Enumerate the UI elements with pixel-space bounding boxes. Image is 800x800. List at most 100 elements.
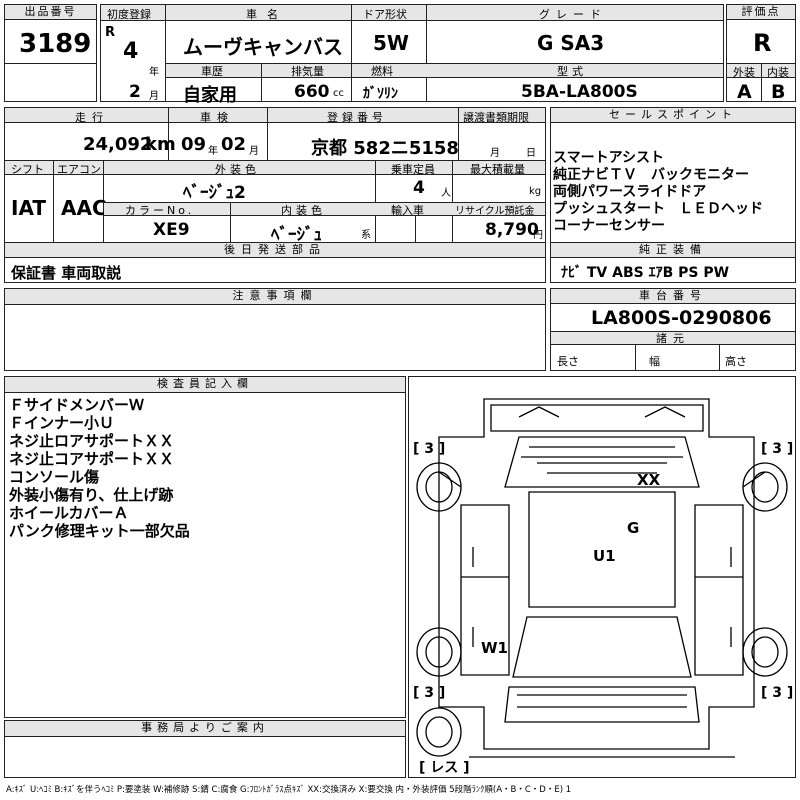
car-outline xyxy=(416,398,788,758)
door-type: 5W xyxy=(373,31,409,55)
sales-point-item: 両側パワースライドドア xyxy=(553,184,707,200)
sales-point-item: スマートアシスト xyxy=(553,150,665,166)
car-name: ムーヴキャンバス xyxy=(183,35,343,59)
sales-points-list: スマートアシスト純正ナビＴＶ バックモニター両側パワースライドドアプッシュスター… xyxy=(553,150,763,235)
registration-number: 京都 582ニ5158 xyxy=(311,138,459,159)
lot-number-box: 出品番号 3189 xyxy=(4,4,97,102)
inspection-month: 02 xyxy=(221,134,247,155)
height-label: 高さ xyxy=(725,355,747,368)
inspector-note-item: 外装小傷有り、仕上げ跡 xyxy=(9,486,174,504)
door-label: ドア形状 xyxy=(363,8,407,21)
sales-point-item: コーナーセンサー xyxy=(553,218,665,234)
chassis-number: LA800S-0290806 xyxy=(591,307,772,329)
displacement: 660 xyxy=(294,82,330,102)
int-color-label: 内装色 xyxy=(281,204,326,217)
interior-label: 内装 xyxy=(767,66,789,79)
yen-unit: 円 xyxy=(533,230,543,241)
notes-box: 注意事項欄 xyxy=(4,288,546,371)
vehicle-info-box: 初度登録 車名 ドア形状 グレード R 4 年 ムーヴキャンバス 5W G SA… xyxy=(100,4,724,106)
recycle-fee: 8,790 xyxy=(485,220,539,240)
spare-tire: [ レス ] xyxy=(419,760,470,776)
recycle-label: リサイクル預託金 xyxy=(455,206,535,217)
office-box: 事務局よりご案内 xyxy=(4,720,406,778)
mark-xx: XX xyxy=(637,471,661,489)
chassis-box: 車台番号 LA800S-0290806 諸元 長さ 幅 高さ xyxy=(550,288,796,371)
mark-u1: U1 xyxy=(593,547,616,565)
aircon: AAC xyxy=(61,196,107,220)
fuel-label: 燃料 xyxy=(371,65,393,78)
exterior-label: 外装 xyxy=(733,66,755,79)
inspector-note-item: ネジ止ロアサポートＸＸ xyxy=(9,432,175,450)
color-number: XE9 xyxy=(153,220,190,240)
transfer-month-unit: 月 xyxy=(490,148,500,159)
width-label: 幅 xyxy=(649,355,660,368)
era: R xyxy=(105,25,116,40)
kei-unit: 系 xyxy=(361,230,371,241)
mark-w1: W1 xyxy=(481,639,508,657)
inspector-note-item: コンソール傷 xyxy=(9,468,100,486)
km-unit: km xyxy=(145,134,176,155)
inspector-note-item: ネジ止コアサポートＸＸ xyxy=(9,450,175,468)
transfer-day-unit: 日 xyxy=(526,148,536,159)
inspection-year-unit: 年 xyxy=(208,146,218,157)
damage-diagram: [ 3 ] [ 3 ] [ 3 ] [ 3 ] [ レス ] XX G U1 W… xyxy=(408,376,796,778)
sales-point-item: プッシュスタート ＬＥＤヘッド xyxy=(553,201,763,217)
transfer-label: 譲渡書類期限 xyxy=(463,111,529,124)
length-label: 長さ xyxy=(557,355,579,368)
aircon-label: エアコン xyxy=(57,163,101,176)
shift: IAT xyxy=(11,196,47,220)
car-name-label: 車名 xyxy=(246,8,288,21)
score-label: 評価点 xyxy=(727,5,795,20)
capacity-label: 乗車定員 xyxy=(391,163,435,176)
load-label: 最大積載量 xyxy=(470,163,525,176)
later-parts: 保証書 車両取説 xyxy=(11,264,122,282)
exterior-score: A xyxy=(737,81,752,103)
kg-unit: kg xyxy=(529,186,542,197)
tire-rear-right: [ 3 ] xyxy=(761,685,794,701)
inspection-year: 09 xyxy=(181,134,207,155)
later-parts-label: 後日発送部品 xyxy=(5,243,545,258)
fuel: ｶﾞｿﾘﾝ xyxy=(363,86,398,102)
exterior-color: ﾍﾞｰｼﾞｭ2 xyxy=(183,183,246,203)
inspector-note-item: パンク修理キット一部欠品 xyxy=(9,522,190,540)
mark-g: G xyxy=(627,519,640,537)
reg-no-label: 登録番号 xyxy=(327,111,387,124)
mileage-label: 走行 xyxy=(75,111,109,124)
inspector-note-item: ホイールカバーＡ xyxy=(9,504,129,522)
legend: A:ｷｽﾞ U:ﾍｺﾐ B:ｷｽﾞを伴うﾍｺﾐ P:要塗装 W:補修跡 S:錆 … xyxy=(6,785,572,795)
details-box: 走行 車検 登録番号 譲渡書類期限 24,092 km 09 年 02 月 京都… xyxy=(4,107,546,283)
color-no-label: カラーNo. xyxy=(125,204,195,217)
reg-month: 2 xyxy=(129,82,141,102)
lot-number: 3189 xyxy=(19,29,92,59)
reki-label: 車歴 xyxy=(201,65,223,78)
color-label: 外装色 xyxy=(215,163,260,176)
import-label: 輸入車 xyxy=(391,204,424,217)
interior-color: ﾍﾞｰｼﾞｭ xyxy=(271,225,322,245)
capacity: 4 xyxy=(413,178,425,198)
specs-label: 諸元 xyxy=(551,332,795,345)
sales-point-item: 純正ナビＴＶ バックモニター xyxy=(553,167,749,183)
inspector-note-item: ＦサイドメンバーＷ xyxy=(9,396,145,414)
first-reg-label: 初度登録 xyxy=(107,8,151,21)
sales-points-label: セールスポイント xyxy=(551,108,795,123)
equipment: ﾅﾋﾞ TV ABS ｴｱB PS PW xyxy=(561,265,730,281)
grade-label: グレード xyxy=(539,8,607,21)
model-label: 型式 xyxy=(557,65,587,78)
tire-rear-left: [ 3 ] xyxy=(413,685,446,701)
mileage: 24,092 xyxy=(83,134,153,155)
inspection-month-unit: 月 xyxy=(249,146,259,157)
score: R xyxy=(753,29,772,57)
reki: 自家用 xyxy=(183,85,237,106)
lot-number-label: 出品番号 xyxy=(5,5,96,20)
shift-label: シフト xyxy=(11,163,44,176)
interior-score: B xyxy=(771,81,786,103)
month-unit: 月 xyxy=(149,91,159,102)
person-unit: 人 xyxy=(441,188,451,199)
score-box: 評価点 R 外装 内装 A B xyxy=(726,4,796,103)
tire-front-left: [ 3 ] xyxy=(413,441,446,457)
model-code: 5BA-LA800S xyxy=(521,82,638,102)
notes-label: 注意事項欄 xyxy=(5,289,545,305)
displacement-label: 排気量 xyxy=(291,65,324,78)
tire-front-right: [ 3 ] xyxy=(761,441,794,457)
